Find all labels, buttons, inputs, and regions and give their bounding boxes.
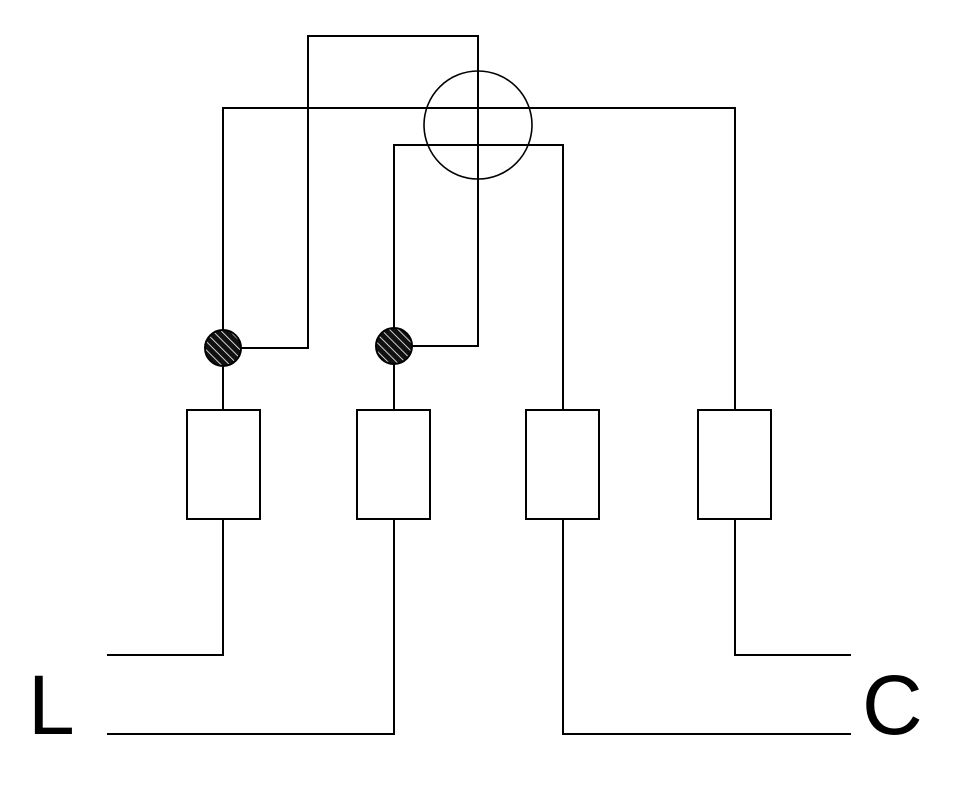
wire-loop-a xyxy=(239,35,479,349)
resistor-3 xyxy=(525,409,600,520)
terminal-label-right: C xyxy=(862,658,923,752)
junction-nodes xyxy=(204,327,413,367)
wire-inner-loop xyxy=(393,144,564,411)
resistor-4 xyxy=(697,409,772,520)
resistor-1 xyxy=(186,409,261,520)
wire-right-inner xyxy=(562,518,851,735)
resistor-2 xyxy=(356,409,431,520)
wire-left-outer xyxy=(107,518,224,656)
junction-ring xyxy=(423,70,533,180)
wire-left-inner xyxy=(107,518,395,735)
junction-node-2 xyxy=(375,327,413,365)
terminal-label-left: L xyxy=(28,658,75,752)
wire-right-outer xyxy=(734,518,851,656)
junction-node-1 xyxy=(204,329,242,367)
resistors xyxy=(186,409,772,520)
wires xyxy=(107,35,851,735)
